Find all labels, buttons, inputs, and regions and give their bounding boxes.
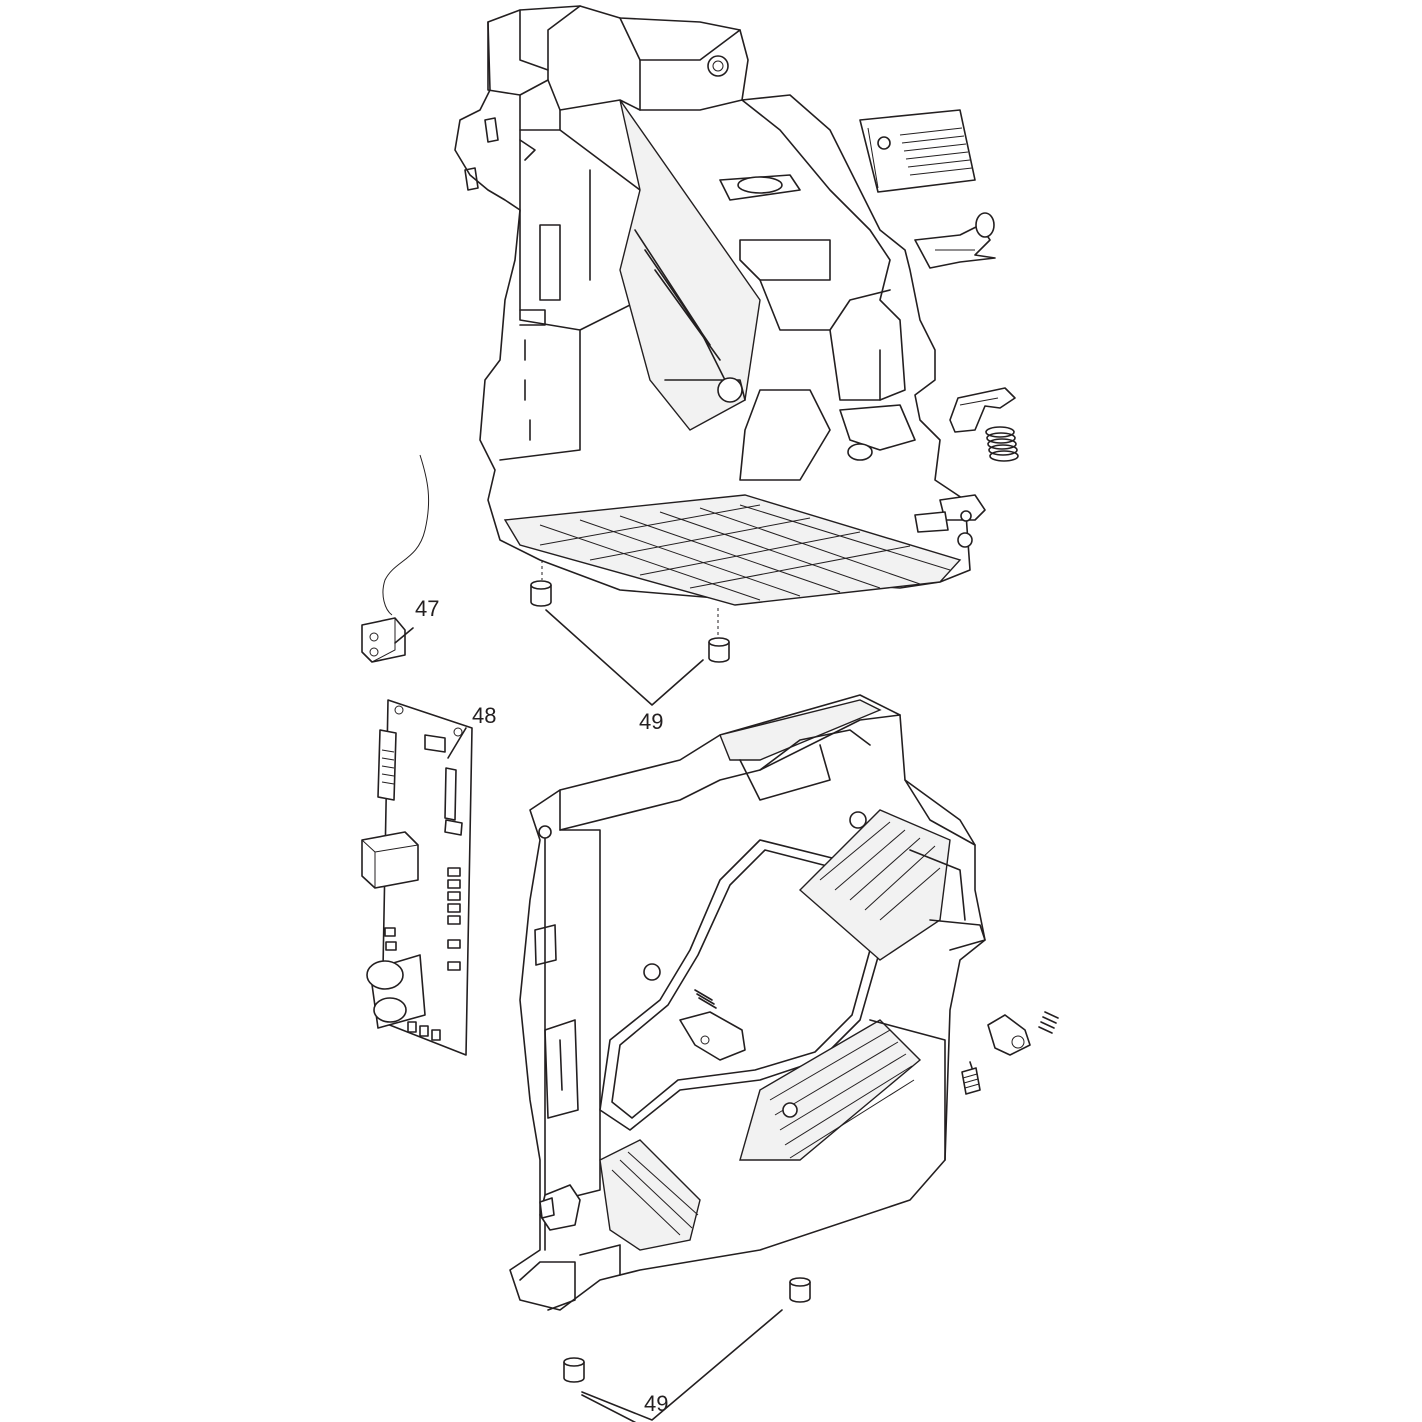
latch-small-lower (987, 1014, 1031, 1056)
spacer-feet-top (530, 560, 730, 663)
lower-housing (509, 694, 986, 1311)
circuit-board-48 (361, 699, 473, 1056)
reed-sensor-47 (361, 454, 430, 663)
louver-grille (859, 109, 976, 193)
callout-47: 47 (415, 596, 440, 621)
spring-top (985, 426, 1019, 462)
lever-clip (914, 212, 996, 269)
upper-housing (454, 5, 986, 606)
spring-lower (1038, 1011, 1059, 1034)
callout-48: 48 (472, 703, 497, 728)
latch-hook (949, 387, 1016, 433)
callout-49-bottom: 49 (644, 1391, 669, 1416)
callout-49-top: 49 (639, 709, 664, 734)
knurled-pin (961, 1061, 981, 1095)
spacer-feet-bottom (563, 1277, 811, 1383)
leader-lines (394, 609, 783, 1422)
